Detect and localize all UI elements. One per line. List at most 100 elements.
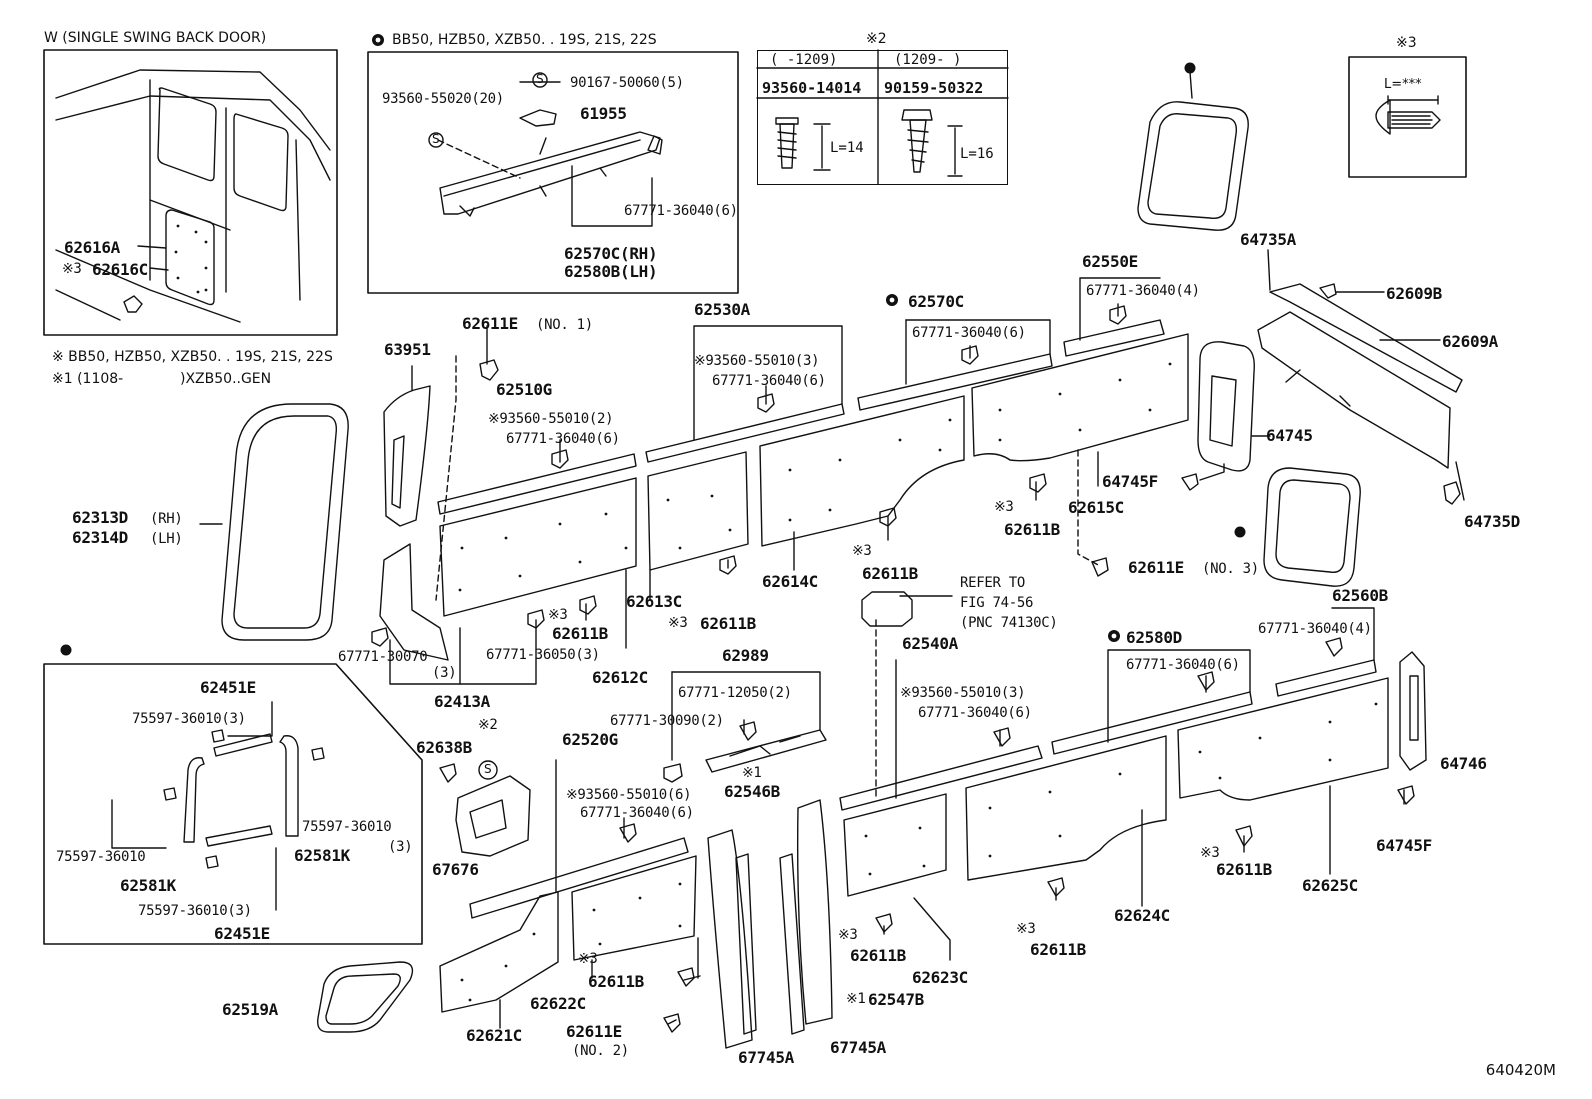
label-62451E-bot[interactable]: 62451E xyxy=(214,924,270,943)
label-67745A-right[interactable]: 67745A xyxy=(830,1038,886,1057)
strip-62550E xyxy=(1063,319,1165,357)
bracket-61955 xyxy=(519,109,557,127)
label-62510G[interactable]: 62510G xyxy=(496,380,552,399)
label-62314D[interactable]: 62314D xyxy=(72,528,128,547)
label-62581K-left[interactable]: 62581K xyxy=(120,876,176,895)
label-62520G[interactable]: 62520G xyxy=(562,730,618,749)
label-62611B-a[interactable]: 62611B xyxy=(1004,520,1060,539)
label-75597-36010-3a[interactable]: 75597-36010(3) xyxy=(132,711,246,727)
mark3-62616C: ※3 xyxy=(62,261,82,277)
label-62547B[interactable]: 62547B xyxy=(868,990,924,1009)
label-62560B[interactable]: 62560B xyxy=(1332,586,1388,605)
label-62989[interactable]: 62989 xyxy=(722,646,769,665)
label-62611B-d[interactable]: 62611B xyxy=(552,624,608,643)
inset-window-kit xyxy=(43,663,423,945)
label-67745A-left[interactable]: 67745A xyxy=(738,1048,794,1067)
label-64745F-a[interactable]: 64745F xyxy=(1102,472,1158,491)
pillar-63951 xyxy=(383,385,431,527)
label-64746[interactable]: 64746 xyxy=(1440,754,1487,773)
label-64735A[interactable]: 64735A xyxy=(1240,230,1296,249)
label-62570C[interactable]: 62570C xyxy=(908,292,964,311)
bolt-col2-range: (1209- ) xyxy=(894,52,962,68)
strip-62520G xyxy=(469,837,689,919)
label-62615C[interactable]: 62615C xyxy=(1068,498,1124,517)
label-67771-36040-6d[interactable]: 67771-36040(6) xyxy=(1126,657,1240,673)
label-62611B-g[interactable]: 62611B xyxy=(850,946,906,965)
label-62609A[interactable]: 62609A xyxy=(1442,332,1498,351)
label-62624C[interactable]: 62624C xyxy=(1114,906,1170,925)
label-62613C[interactable]: 62613C xyxy=(626,592,682,611)
mark3-62611B-g: ※3 xyxy=(838,927,858,943)
label-62611B-b[interactable]: 62611B xyxy=(862,564,918,583)
label-67771-36040-6a[interactable]: 67771-36040(6) xyxy=(712,373,826,389)
label-62451E-top[interactable]: 62451E xyxy=(200,678,256,697)
label-62611E-no2[interactable]: 62611E xyxy=(566,1022,622,1041)
label-62546B[interactable]: 62546B xyxy=(724,782,780,801)
label-64735D[interactable]: 64735D xyxy=(1464,512,1520,531)
label-93560-55020[interactable]: 93560-55020(20) xyxy=(382,91,504,107)
label-62611B-c[interactable]: 62611B xyxy=(700,614,756,633)
label-67771-36040-6e[interactable]: 67771-36040(6) xyxy=(918,705,1032,721)
rail-62570C xyxy=(439,131,661,215)
label-75597-36010-c[interactable]: 75597-36010 xyxy=(56,849,146,865)
label-93560-55010-3b[interactable]: ※93560-55010(3) xyxy=(900,685,1026,701)
label-62609B[interactable]: 62609B xyxy=(1386,284,1442,303)
label-62611E-no1-note: (NO. 1) xyxy=(536,317,593,333)
label-63951[interactable]: 63951 xyxy=(384,340,431,359)
refer-line-3: (PNC 74130C) xyxy=(960,615,1058,631)
label-75597-36010-3d[interactable]: 75597-36010(3) xyxy=(138,903,252,919)
label-62622C[interactable]: 62622C xyxy=(530,994,586,1013)
label-62550E[interactable]: 62550E xyxy=(1082,252,1138,271)
label-62611E-no1[interactable]: 62611E xyxy=(462,314,518,333)
label-62638B[interactable]: 62638B xyxy=(416,738,472,757)
label-67771-36040-6c[interactable]: 67771-36040(6) xyxy=(506,431,620,447)
inset-bb50-bracket xyxy=(367,51,739,294)
label-67771-36040-6b[interactable]: 67771-36040(6) xyxy=(912,325,1026,341)
label-62623C[interactable]: 62623C xyxy=(912,968,968,987)
label-62614C[interactable]: 62614C xyxy=(762,572,818,591)
label-62313D-rh: (RH) xyxy=(150,511,183,527)
label-62581K-right[interactable]: 62581K xyxy=(294,846,350,865)
label-62612C[interactable]: 62612C xyxy=(592,668,648,687)
label-64745F-b[interactable]: 64745F xyxy=(1376,836,1432,855)
label-61955[interactable]: 61955 xyxy=(580,104,627,123)
label-67771-30070[interactable]: 67771-30070 xyxy=(338,649,428,665)
label-62611B-f[interactable]: 62611B xyxy=(1030,940,1086,959)
label-62413A[interactable]: 62413A xyxy=(434,692,490,711)
label-67771-36050[interactable]: 67771-36050(3) xyxy=(486,647,600,663)
bolt-col1-range: ( -1209) xyxy=(770,52,838,68)
panel-62622C xyxy=(571,855,697,961)
label-62580D[interactable]: 62580D xyxy=(1126,628,1182,647)
label-75597-36010-b[interactable]: 75597-36010 xyxy=(302,819,392,835)
label-67771-12050[interactable]: 67771-12050(2) xyxy=(678,685,792,701)
label-62611E-no3[interactable]: 62611E xyxy=(1128,558,1184,577)
label-90167-50060[interactable]: 90167-50060(5) xyxy=(570,75,684,91)
label-62519A[interactable]: 62519A xyxy=(222,1000,278,1019)
label-67771-36040-4a[interactable]: 67771-36040(4) xyxy=(1086,283,1200,299)
mark1-62547B: ※1 xyxy=(846,991,866,1007)
label-93560-55010-2[interactable]: ※93560-55010(2) xyxy=(488,411,614,427)
label-62313D[interactable]: 62313D xyxy=(72,508,128,527)
note-mark1-a: ※1 (1108- xyxy=(52,371,124,387)
label-62580B-LH[interactable]: 62580B(LH) xyxy=(564,262,658,281)
label-62530A[interactable]: 62530A xyxy=(694,300,750,319)
label-62616A[interactable]: 62616A xyxy=(64,238,120,257)
label-62540A[interactable]: 62540A xyxy=(902,634,958,653)
label-67771-30090[interactable]: 67771-30090(2) xyxy=(610,713,724,729)
label-93560-55010-3a[interactable]: ※93560-55010(3) xyxy=(694,353,820,369)
pillar-67745A-left xyxy=(735,853,757,1035)
label-67771-36040-inset[interactable]: 67771-36040(6) xyxy=(624,203,738,219)
label-62616C[interactable]: 62616C xyxy=(92,260,148,279)
label-62570C-RH[interactable]: 62570C(RH) xyxy=(564,244,658,263)
label-93560-55010-6[interactable]: ※93560-55010(6) xyxy=(566,787,692,803)
label-64745[interactable]: 64745 xyxy=(1266,426,1313,445)
label-62611B-h[interactable]: 62611B xyxy=(588,972,644,991)
label-62621C[interactable]: 62621C xyxy=(466,1026,522,1045)
pillar-62546B xyxy=(707,829,753,1049)
label-62611B-e[interactable]: 62611B xyxy=(1216,860,1272,879)
label-67771-36040-6f[interactable]: 67771-36040(6) xyxy=(580,805,694,821)
label-67676[interactable]: 67676 xyxy=(432,860,479,879)
label-67771-36040-4b[interactable]: 67771-36040(4) xyxy=(1258,621,1372,637)
label-62625C[interactable]: 62625C xyxy=(1302,876,1358,895)
